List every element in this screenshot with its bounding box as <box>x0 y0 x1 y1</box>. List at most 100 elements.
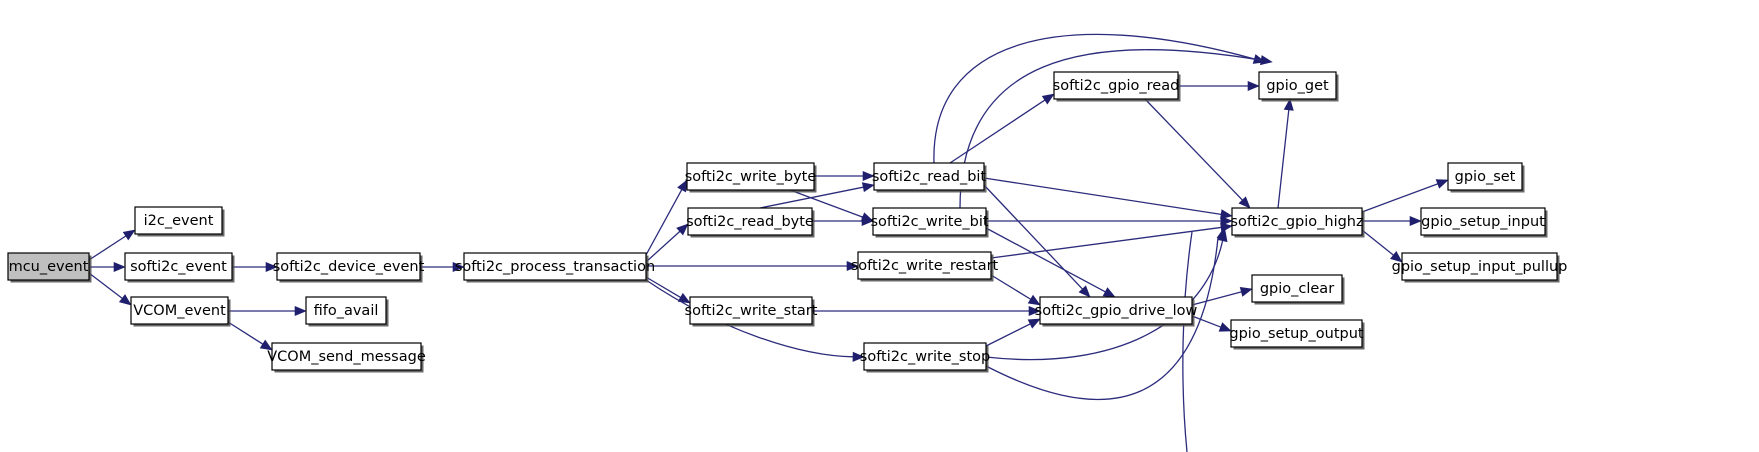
arrowhead-softi2c_process_transaction-to-softi2c_read_byte <box>676 223 689 236</box>
arrowhead-VCOM_event-to-VCOM_send_message <box>259 339 273 351</box>
node-softi2c_write_bit[interactable]: softi2c_write_bit <box>870 207 989 238</box>
node-box-softi2c_write_start[interactable] <box>689 296 813 325</box>
node-softi2c_write_byte[interactable]: softi2c_write_byte <box>685 162 817 193</box>
node-layer: mcu_event i2c_event softi2c_eventVCOM_even… <box>7 71 1568 373</box>
arrowhead-softi2c_gpio_highz-to-gpio_setup_input_pullup <box>1390 250 1403 263</box>
node-box-softi2c_gpio_read[interactable] <box>1053 71 1179 100</box>
arrowhead-softi2c_gpio_drive_low-to-gpio_clear <box>1239 287 1253 297</box>
edge-softi2c_read_bit-to-softi2c_gpio_drive_low <box>983 184 1083 290</box>
arrowhead-softi2c_device_event-to-softi2c_process_transaction <box>452 261 465 273</box>
edge-softi2c_process_transaction-to-softi2c_write_byte <box>645 189 683 256</box>
arrowhead-mcu_event-to-softi2c_event <box>113 261 126 273</box>
edge-softi2c_process_transaction-to-softi2c_write_stop <box>645 279 854 358</box>
node-box-gpio_get[interactable] <box>1258 71 1337 100</box>
edge-softi2c_write_restart-to-softi2c_gpio_drive_low <box>990 274 1031 300</box>
arrowhead-softi2c_process_transaction-to-softi2c_write_stop <box>852 351 865 362</box>
node-box-mcu_event[interactable] <box>7 252 90 281</box>
arrowhead-softi2c_gpio_highz-to-gpio_set <box>1435 179 1449 189</box>
edge-mcu_event-to-i2c_event <box>88 235 127 261</box>
arrowhead-softi2c_write_restart-to-softi2c_gpio_drive_low <box>1027 294 1041 306</box>
node-box-gpio_setup_input[interactable] <box>1420 207 1546 236</box>
arrowhead-softi2c_process_transaction-to-softi2c_write_byte <box>677 179 688 193</box>
node-box-softi2c_write_byte[interactable] <box>686 162 815 191</box>
edge-softi2c_write_byte-to-softi2c_write_bit <box>789 189 863 218</box>
arrowhead-softi2c_process_transaction-to-softi2c_write_restart <box>846 260 859 272</box>
edge-softi2c_write_restart-to-softi2c_gpio_highz <box>990 226 1222 259</box>
edge-layer <box>88 33 1449 452</box>
node-softi2c_gpio_read[interactable]: softi2c_gpio_read <box>1053 71 1181 102</box>
node-box-gpio_setup_input_pullup[interactable] <box>1401 252 1558 281</box>
node-softi2c_write_stop[interactable]: softi2c_write_stop <box>860 342 990 373</box>
arrowhead-softi2c_gpio_read-to-softi2c_gpio_highz <box>1238 196 1251 209</box>
node-box-softi2c_read_byte[interactable] <box>687 207 813 236</box>
node-box-softi2c_event[interactable] <box>124 252 233 281</box>
node-VCOM_send_message[interactable]: VCOM_send_message <box>267 342 426 373</box>
edge-softi2c_write_stop-to-softi2c_gpio_highz <box>985 240 1224 361</box>
edge-softi2c_process_transaction-to-softi2c_write_start <box>645 276 681 298</box>
edge-softi2c_gpio_drive_low-to-gpio_clear <box>1191 291 1242 306</box>
arrowhead-softi2c_write_bit-to-gpio_get <box>1260 55 1273 66</box>
node-softi2c_read_bit[interactable]: softi2c_read_bit <box>872 162 987 193</box>
arrowhead-softi2c_read_byte-to-softi2c_write_bit <box>861 215 874 227</box>
node-gpio_set[interactable]: gpio_set <box>1447 162 1525 193</box>
node-box-VCOM_event[interactable] <box>130 296 229 325</box>
edge-mcu_event-to-VCOM_event <box>88 272 123 299</box>
node-softi2c_device_event[interactable]: softi2c_device_event <box>273 252 425 283</box>
node-box-softi2c_write_restart[interactable] <box>857 251 992 280</box>
node-gpio_setup_input[interactable]: gpio_setup_input <box>1420 207 1548 238</box>
node-box-gpio_clear[interactable] <box>1251 274 1343 303</box>
node-fifo_avail[interactable]: fifo_avail <box>305 296 389 327</box>
arrowhead-mcu_event-to-i2c_event <box>122 229 136 241</box>
edge-softi2c_gpio_drive_low-to-gpio_setup_output <box>1191 315 1221 328</box>
arrowhead-softi2c_gpio_drive_low-to-gpio_setup_output <box>1218 322 1232 332</box>
node-softi2c_process_transaction[interactable]: softi2c_process_transaction <box>455 252 655 283</box>
node-box-softi2c_write_bit[interactable] <box>872 207 987 236</box>
node-box-gpio_setup_output[interactable] <box>1230 319 1363 348</box>
arrowhead-softi2c_write_bit-to-softi2c_gpio_highz <box>1220 215 1233 227</box>
arrowhead-VCOM_event-to-fifo_avail <box>294 305 307 317</box>
node-VCOM_event[interactable]: VCOM_event <box>130 296 231 327</box>
node-box-softi2c_write_stop[interactable] <box>863 342 987 371</box>
arrowhead-softi2c_write_bit-to-softi2c_gpio_drive_low <box>1102 287 1116 298</box>
arrowhead-softi2c_process_transaction-to-softi2c_write_start <box>677 292 691 304</box>
node-box-gpio_set[interactable] <box>1447 162 1523 191</box>
arrowhead-softi2c_write_byte-to-softi2c_read_bit <box>862 170 875 182</box>
node-softi2c_read_byte[interactable]: softi2c_read_byte <box>686 207 815 238</box>
arrowhead-softi2c_gpio_highz-to-gpio_get <box>1283 98 1294 111</box>
edge-softi2c_read_bit-to-softi2c_gpio_read <box>949 99 1046 164</box>
node-softi2c_write_start[interactable]: softi2c_write_start <box>685 296 818 327</box>
edge-softi2c_write_bit-to-softi2c_gpio_drive_low <box>985 227 1106 293</box>
node-softi2c_write_restart[interactable]: softi2c_write_restart <box>851 251 999 282</box>
node-box-softi2c_process_transaction[interactable] <box>463 252 647 281</box>
edge-softi2c_write_bit-to-gpio_get <box>959 48 1262 209</box>
node-box-softi2c_device_event[interactable] <box>276 252 421 281</box>
node-gpio_get[interactable]: gpio_get <box>1258 71 1339 102</box>
node-gpio_clear[interactable]: gpio_clear <box>1251 274 1345 305</box>
node-box-softi2c_gpio_highz[interactable] <box>1231 207 1363 236</box>
edge-softi2c_read_byte-to-softi2c_read_bit <box>759 186 864 209</box>
edge-softi2c_gpio_read-to-softi2c_gpio_highz <box>1144 98 1243 201</box>
edge-softi2c_process_transaction-to-softi2c_read_byte <box>645 230 681 263</box>
arrowhead-mcu_event-to-VCOM_event <box>118 294 132 306</box>
edge-softi2c_gpio_highz-to-gpio_set <box>1361 183 1438 213</box>
arrowhead-write-stop-lower-curve <box>1216 227 1227 241</box>
node-softi2c_gpio_highz[interactable]: softi2c_gpio_highz <box>1230 207 1365 238</box>
node-softi2c_event[interactable]: softi2c_event <box>124 252 235 283</box>
node-gpio_setup_output[interactable]: gpio_setup_output <box>1229 319 1365 350</box>
node-mcu_event[interactable]: mcu_event <box>7 252 92 283</box>
arrowhead-softi2c_write_stop-to-softi2c_gpio_drive_low <box>1027 318 1041 329</box>
node-i2c_event[interactable]: i2c_event <box>134 206 225 237</box>
arrowhead-softi2c_read_bit-to-softi2c_gpio_drive_low <box>1078 285 1091 298</box>
arrowhead-softi2c_event-to-softi2c_device_event <box>265 261 278 273</box>
node-gpio_setup_input_pullup[interactable]: gpio_setup_input_pullup <box>1392 252 1568 283</box>
node-softi2c_gpio_drive_low[interactable]: softi2c_gpio_drive_low <box>1035 296 1198 327</box>
edge-write-stop-lower-curve <box>985 237 1219 401</box>
node-box-softi2c_read_bit[interactable] <box>873 162 985 191</box>
node-box-i2c_event[interactable] <box>134 206 223 235</box>
edge-softi2c_read_bit-to-gpio_get <box>933 33 1255 164</box>
node-box-softi2c_gpio_drive_low[interactable] <box>1039 296 1193 325</box>
node-box-fifo_avail[interactable] <box>305 296 387 325</box>
node-box-VCOM_send_message[interactable] <box>271 342 422 371</box>
